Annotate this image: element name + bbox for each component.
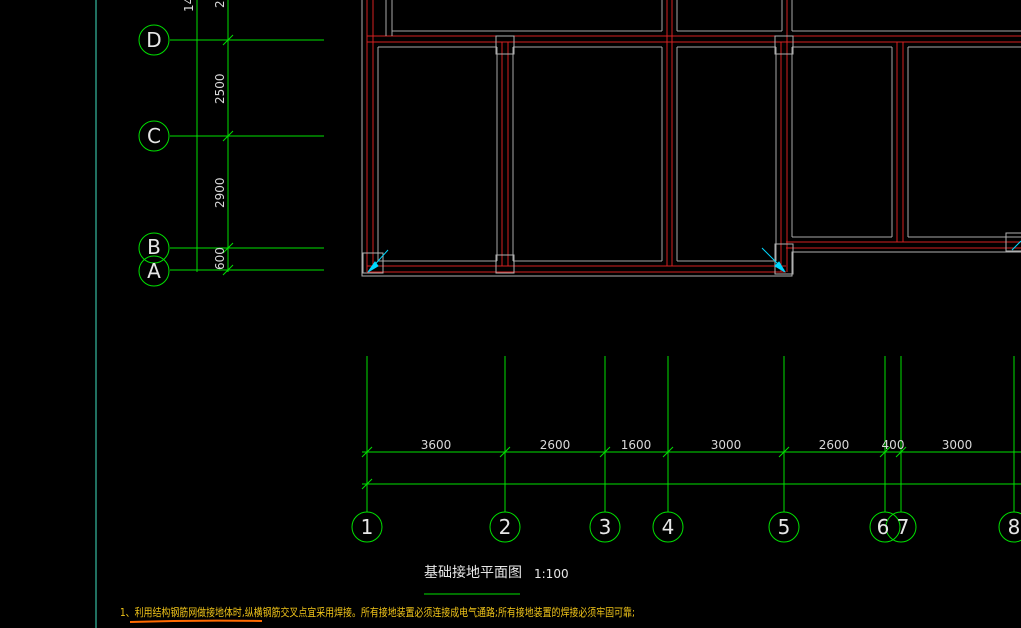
col-bubble-4[interactable] (652, 511, 684, 543)
col-bubble-2[interactable] (489, 511, 521, 543)
col-label-3: 3 (599, 515, 612, 539)
col-dim-2-3: 2600 (540, 438, 571, 452)
row-label-b: B (147, 235, 161, 259)
row-bubble-a[interactable] (138, 255, 170, 287)
col-dim-1-2: 3600 (421, 438, 452, 452)
column (774, 35, 794, 55)
row-dim-top-partial: 14 (182, 0, 196, 12)
row-tick (222, 34, 234, 46)
row-bubble-b[interactable] (138, 232, 170, 264)
grounding-marker-arrow (367, 261, 379, 273)
col-dim-3-4: 1600 (621, 438, 652, 452)
col-bubble-1[interactable] (351, 511, 383, 543)
col-label-6: 6 (877, 515, 890, 539)
row-dim-top-partial2: 2 (213, 0, 227, 8)
col-label-8: 8 (1008, 515, 1021, 539)
row-label-d: D (146, 28, 161, 52)
col-dim-7-8: 3000 (942, 438, 973, 452)
col-bubble-5[interactable] (768, 511, 800, 543)
col-label-4: 4 (662, 515, 675, 539)
row-grid (138, 0, 324, 287)
col-dim-4-5: 3000 (711, 438, 742, 452)
column (362, 252, 384, 274)
col-bubble-6[interactable] (869, 511, 901, 543)
column (495, 35, 515, 55)
col-dim-6-7: 400 (882, 438, 905, 452)
row-dim-c-b: 2900 (213, 177, 227, 208)
drawing-title: 基础接地平面图 (424, 564, 522, 581)
row-label-c: C (147, 124, 161, 148)
col-label-2: 2 (499, 515, 512, 539)
grounding-marker-arrow (774, 261, 786, 273)
grounding-marker-line (1011, 240, 1021, 251)
col-label-1: 1 (361, 515, 374, 539)
column (1005, 232, 1021, 252)
outline-gray (361, 0, 1021, 277)
col-dim-5-6: 2600 (819, 438, 850, 452)
col-label-7: 7 (897, 515, 910, 539)
row-label-a: A (147, 259, 161, 283)
col-label-5: 5 (778, 515, 791, 539)
col-bubble-7[interactable] (885, 511, 917, 543)
row-bubble-d[interactable] (138, 24, 170, 56)
row-tick (222, 130, 234, 142)
row-tick (222, 242, 234, 254)
col-bubble-8[interactable] (998, 511, 1021, 543)
drawing-scale: 1:100 (534, 567, 569, 581)
row-dim-d-c: 2500 (213, 73, 227, 104)
column (495, 254, 515, 274)
row-tick (222, 264, 234, 276)
col-bubble-3[interactable] (589, 511, 621, 543)
column-grid (351, 356, 1021, 543)
row-dim-b-a: 600 (213, 247, 227, 270)
column (774, 243, 794, 275)
design-note: 1、利用结构钢筋网做接地体时,纵横钢筋交叉点宜采用焊接。所有接地装置必须连接成电… (120, 605, 635, 619)
row-bubble-c[interactable] (138, 120, 170, 152)
note-highlight-underline (129, 619, 263, 623)
foundation-plan (361, 0, 1021, 277)
